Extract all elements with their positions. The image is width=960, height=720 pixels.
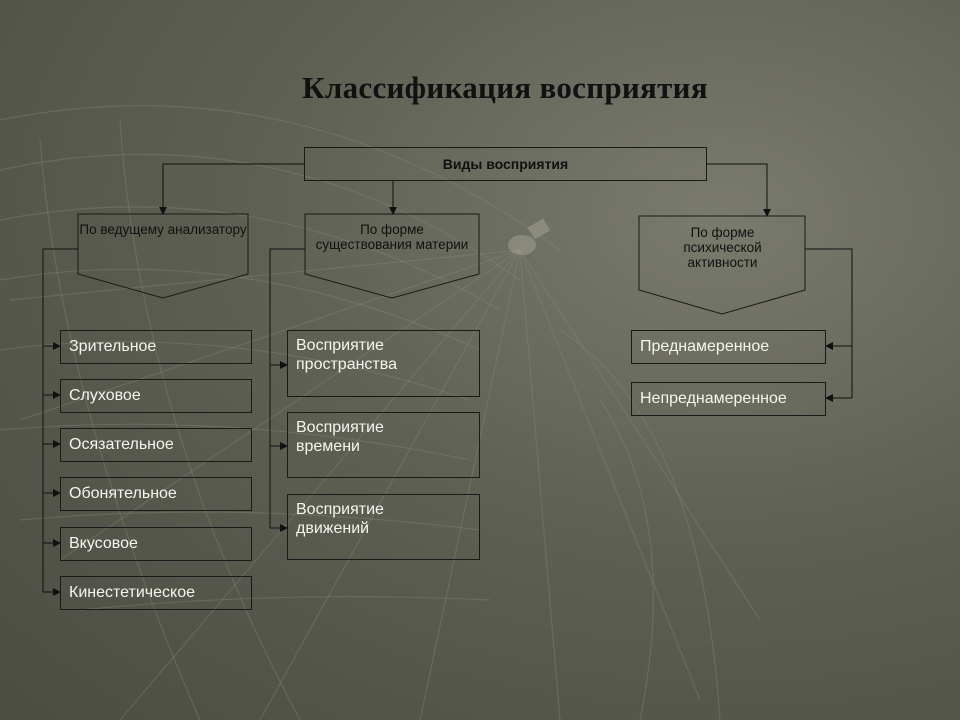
group-header-1: По ведущему анализатору — [79, 222, 247, 237]
list-item: Непреднамеренное — [631, 382, 826, 416]
list-item: Восприятие пространства — [287, 330, 480, 397]
list-item: Вкусовое — [60, 527, 252, 561]
list-item: Обонятельное — [60, 477, 252, 511]
list-item: Слуховое — [60, 379, 252, 413]
list-item-label: Восприятие времени — [296, 419, 384, 455]
group-header-2: По форме существования материи — [315, 222, 469, 252]
list-item-label: Восприятие пространства — [296, 337, 397, 373]
list-item: Зрительное — [60, 330, 252, 364]
page-title: Классификация восприятия — [302, 70, 708, 105]
root-node: Виды восприятия — [304, 147, 707, 181]
list-item: Осязательное — [60, 428, 252, 462]
group-header-3: По форме психической активности — [683, 225, 762, 270]
list-item: Восприятие времени — [287, 412, 480, 478]
list-item: Кинестетическое — [60, 576, 252, 610]
list-item: Восприятие движений — [287, 494, 480, 560]
list-item: Преднамеренное — [631, 330, 826, 364]
list-item-label: Восприятие движений — [296, 501, 384, 537]
